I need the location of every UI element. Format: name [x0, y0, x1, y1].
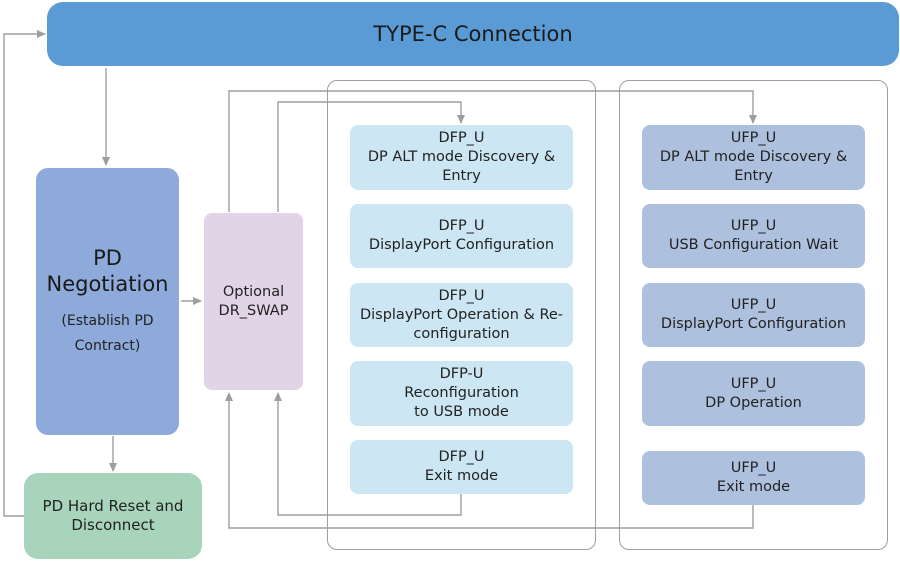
pd-title-line: Negotiation — [46, 271, 169, 296]
step-line: configuration — [413, 325, 510, 342]
step-line: UFP_U — [730, 130, 777, 146]
ufp-alt-mode-discovery-entry: UFP_U DP ALT mode Discovery & Entry — [642, 125, 865, 190]
arrow-dfp-exit-to-swap — [274, 392, 462, 516]
arrow-ufp-exit-to-swap — [225, 392, 754, 529]
arrow-swap-to-dfp-entry — [277, 101, 465, 212]
step-line: DFP_U — [438, 287, 485, 304]
ufp-exit-mode: UFP_U Exit mode — [642, 451, 865, 505]
pd-subtitle-line: (Establish PD — [61, 312, 154, 329]
pd-hard-reset-and-disconnect: PD Hard Reset and Disconnect — [24, 473, 202, 559]
step-line: Exit mode — [716, 479, 791, 495]
step-line: DFP_U — [438, 218, 485, 234]
step-line: DFP_U — [438, 449, 485, 465]
ufp-usb-configuration-wait: UFP_U USB Configuration Wait — [642, 204, 865, 268]
step-line: Reconfiguration — [404, 385, 519, 401]
step-line: UFP_U — [730, 218, 777, 234]
hard-reset-line: Disconnect — [71, 516, 155, 534]
pd-title-line: PD — [93, 245, 122, 270]
dfp-displayport-operation: DFP_U DisplayPort Operation & Re- config… — [350, 283, 573, 347]
step-line: DP Operation — [705, 394, 802, 411]
step-line: Exit mode — [424, 468, 499, 484]
step-line: UFP_U — [730, 460, 777, 476]
ufp-group — [619, 80, 888, 550]
pd-negotiation: PD Negotiation (Establish PD Contract) — [36, 168, 179, 435]
step-line: Entry — [734, 168, 773, 184]
step-line: DisplayPort Configuration — [660, 316, 847, 332]
step-line: UFP_U — [730, 297, 777, 313]
dfp-alt-mode-discovery-entry: DFP_U DP ALT mode Discovery & Entry — [350, 125, 573, 190]
step-line: DP ALT mode Discovery & — [367, 149, 556, 165]
step-line: DisplayPort Configuration — [368, 237, 555, 253]
arrow-hard-reset-to-connection — [3, 30, 46, 517]
hard-reset-line: PD Hard Reset and — [42, 497, 184, 515]
dr-swap-line: Optional — [222, 283, 285, 300]
arrow-swap-to-ufp-entry — [228, 90, 757, 212]
dfp-group — [327, 80, 596, 550]
step-line: UFP_U — [730, 375, 777, 392]
step-line: DP ALT mode Discovery & — [659, 149, 848, 165]
ufp-dp-operation: UFP_U DP Operation — [642, 361, 865, 426]
step-line: to USB mode — [414, 404, 509, 420]
step-line: DFP_U — [438, 130, 485, 146]
step-line: DFP-U — [439, 366, 484, 382]
step-line: USB Configuration Wait — [668, 237, 839, 253]
step-line: Entry — [442, 168, 481, 184]
optional-dr-swap: Optional DR_SWAP — [204, 213, 303, 390]
step-line: DisplayPort Operation & Re- — [359, 306, 564, 323]
dfp-reconfiguration-to-usb: DFP-U Reconfiguration to USB mode — [350, 361, 573, 426]
pd-subtitle-line: Contract) — [74, 337, 141, 354]
type-c-connection: TYPE-C Connection — [47, 2, 899, 66]
dr-swap-line: DR_SWAP — [218, 302, 289, 319]
dfp-exit-mode: DFP_U Exit mode — [350, 440, 573, 494]
ufp-displayport-configuration: UFP_U DisplayPort Configuration — [642, 283, 865, 347]
dfp-displayport-configuration: DFP_U DisplayPort Configuration — [350, 204, 573, 268]
